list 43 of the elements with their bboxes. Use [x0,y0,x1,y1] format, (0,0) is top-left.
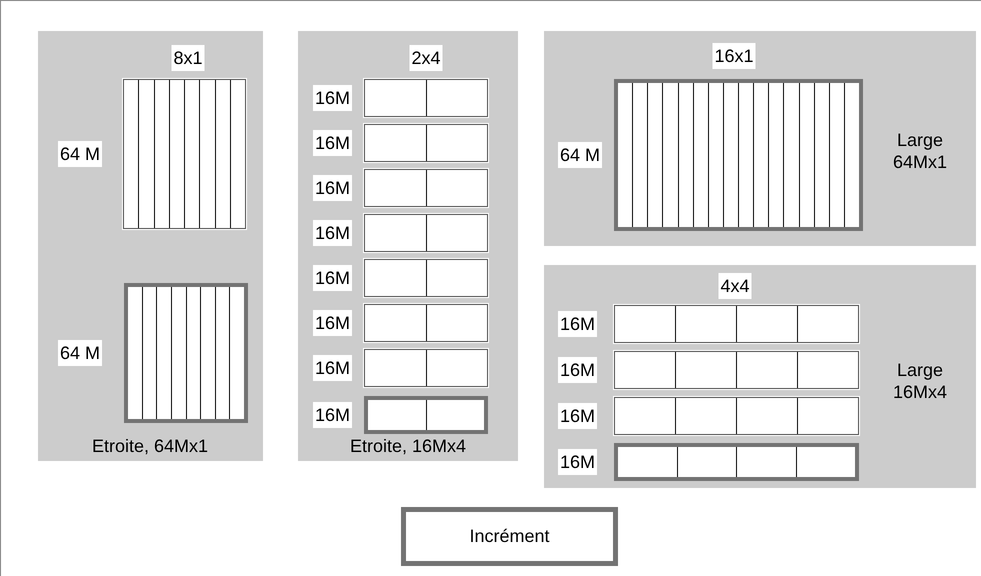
bank-size-label: 16M [313,85,352,111]
memory-bank [364,259,488,297]
bank-size-label: 64 M [58,340,102,366]
bank-size-label: 16M [313,220,352,246]
bank-size-label: 16M [313,175,352,201]
panel-caption: Etroite, 16Mx4 [350,435,466,457]
bank-size-label: 16M [313,130,352,156]
panel [544,31,976,246]
memory-bank [124,283,248,423]
panel [38,31,263,461]
memory-bank [364,169,488,207]
memory-bank [614,305,859,343]
bank-size-label: 16M [313,402,352,428]
panel-heading: 2x4 [409,45,443,71]
memory-bank [364,124,488,162]
bank-size-label: 16M [558,449,598,475]
bank-size-label: 16M [558,311,598,337]
panel-caption: Large 64Mx1 [892,129,948,173]
memory-bank [614,351,859,389]
memory-bank [364,214,488,252]
panel-caption: Large 16Mx4 [892,359,948,403]
panel-caption: Etroite, 64Mx1 [92,435,208,457]
bank-size-label: 16M [558,403,598,429]
bank-size-label: 16M [313,265,352,291]
memory-bank [364,79,488,117]
memory-bank [364,396,488,434]
memory-bank [614,397,859,435]
bank-size-label: 16M [313,355,352,381]
legend-entry: Incrément [401,507,618,566]
memory-bank [364,349,488,387]
memory-bank [364,304,488,342]
panel-heading: 4x4 [718,273,752,299]
memory-bank [614,79,863,231]
panel [544,265,976,488]
panel-heading: 16x1 [712,43,756,69]
bank-size-label: 16M [313,310,352,336]
memory-bank [614,443,859,481]
bank-size-label: 64 M [558,142,602,168]
bank-size-label: 16M [558,357,598,383]
panel [298,31,518,461]
bank-size-label: 64 M [58,141,102,167]
panel-heading: 8x1 [171,45,205,71]
memory-bank [123,79,246,229]
